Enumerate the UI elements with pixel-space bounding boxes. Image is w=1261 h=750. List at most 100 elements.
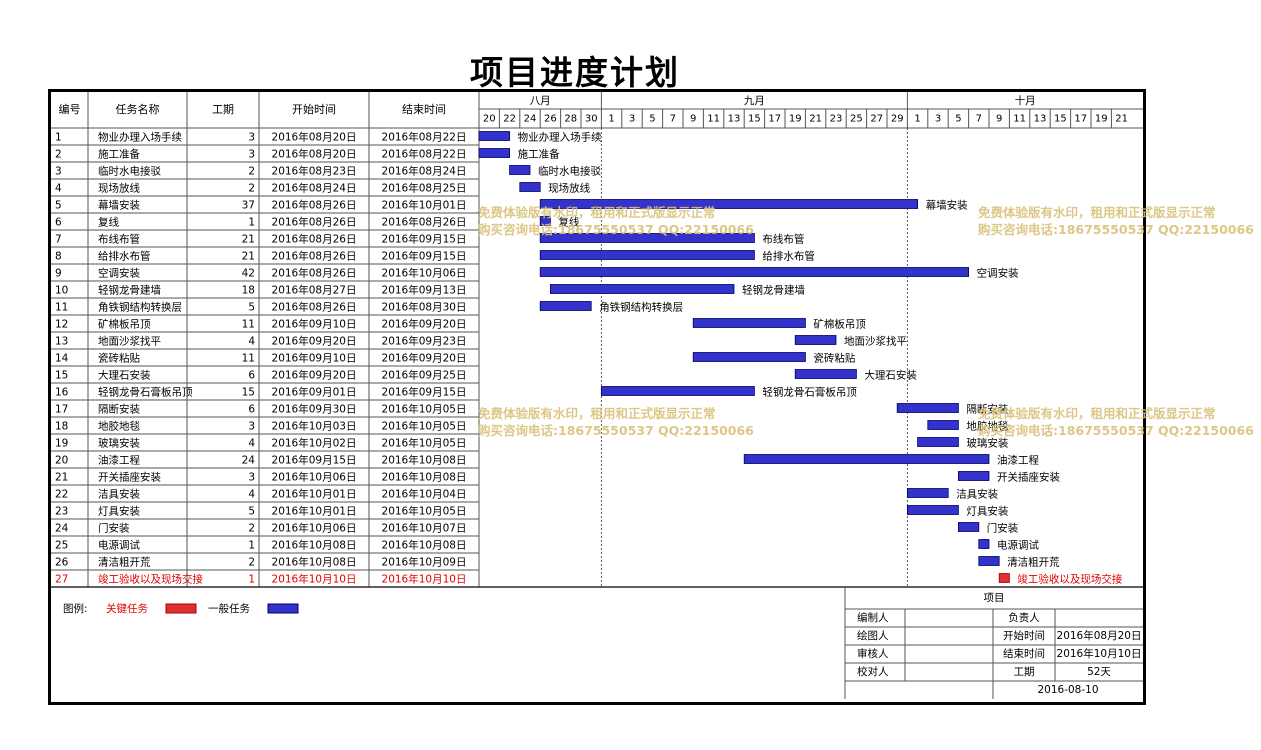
task-bar	[519, 182, 541, 192]
task-bar	[958, 471, 990, 481]
day-label: 1	[608, 114, 614, 125]
task-id: 19	[55, 438, 68, 450]
task-end: 2016年09月15日	[382, 233, 467, 246]
task-bar-label: 现场放线	[548, 182, 590, 195]
task-id: 3	[55, 166, 62, 178]
day-label: 9	[690, 114, 696, 125]
day-label: 25	[850, 114, 863, 125]
task-end: 2016年10月04日	[382, 488, 467, 501]
task-name: 布线布管	[98, 233, 140, 246]
task-id: 1	[55, 132, 62, 144]
task-bar	[794, 335, 837, 345]
task-name: 轻钢龙骨石膏板吊顶	[98, 386, 193, 399]
day-label: 15	[1054, 114, 1067, 125]
task-bar-label: 施工准备	[518, 148, 560, 161]
task-start: 2016年08月20日	[272, 131, 357, 144]
day-label: 29	[891, 114, 904, 125]
task-start: 2016年10月10日	[272, 573, 357, 586]
task-bar-label: 空调安装	[977, 267, 1019, 280]
task-name: 隔断安装	[98, 403, 140, 416]
task-bar-label: 布线布管	[762, 233, 804, 246]
task-bar-label: 开关插座安装	[997, 471, 1060, 484]
task-bar-label: 大理石安装	[864, 369, 917, 382]
day-label: 7	[670, 114, 676, 125]
task-end: 2016年10月05日	[382, 420, 467, 433]
task-id: 15	[55, 370, 68, 382]
task-id: 11	[55, 302, 68, 314]
info-editor-label: 编制人	[857, 611, 889, 624]
task-bar	[927, 420, 959, 430]
info-date: 2016-08-10	[1037, 684, 1098, 696]
task-start: 2016年10月01日	[272, 488, 357, 501]
task-start: 2016年08月23日	[272, 165, 357, 178]
task-end: 2016年08月30日	[382, 301, 467, 314]
task-bar	[692, 352, 806, 362]
info-checker-label: 校对人	[857, 665, 889, 678]
watermark-line1: 免费体验版有水印，租用和正式版显示正常	[978, 205, 1216, 220]
task-start: 2016年08月24日	[272, 182, 357, 195]
task-start: 2016年08月26日	[272, 250, 357, 263]
task-id: 24	[55, 523, 69, 535]
task-bar-label: 轻钢龙骨石膏板吊顶	[762, 386, 857, 399]
column-header-id: 编号	[59, 102, 81, 116]
column-header-name: 任务名称	[116, 102, 160, 116]
task-end: 2016年09月23日	[382, 335, 467, 348]
watermark-line2: 购买咨询电话:18675550537 QQ:22150066	[978, 222, 1254, 237]
task-bar	[539, 233, 755, 243]
task-bar-label: 角铁钢结构转换层	[599, 301, 683, 314]
task-bar-label: 瓷砖粘贴	[813, 352, 855, 365]
task-end: 2016年09月15日	[382, 386, 467, 399]
task-duration: 6	[248, 404, 255, 416]
task-name: 施工准备	[98, 148, 140, 161]
day-label: 1	[914, 114, 920, 125]
info-end-label: 结束时间	[1003, 647, 1045, 660]
task-end: 2016年09月25日	[382, 369, 467, 382]
day-label: 13	[1034, 114, 1047, 125]
task-name: 轻钢龙骨建墙	[98, 284, 161, 297]
day-label: 9	[996, 114, 1002, 125]
task-end: 2016年10月06日	[382, 267, 467, 280]
task-bar-label: 门安装	[987, 522, 1019, 535]
task-start: 2016年08月26日	[272, 301, 357, 314]
task-id: 9	[55, 268, 62, 280]
legend-label: 图例:	[63, 602, 88, 615]
task-bar	[601, 386, 755, 396]
task-duration: 3	[248, 132, 255, 144]
task-name: 玻璃安装	[98, 437, 140, 450]
task-duration: 2	[248, 183, 255, 195]
task-duration: 18	[242, 285, 255, 297]
task-name: 竣工验收以及现场交接	[98, 573, 203, 586]
task-bar-label: 物业办理入场手续	[518, 131, 602, 144]
watermark-line2: 购买咨询电话:18675550537 QQ:22150066	[478, 423, 754, 438]
task-bar-label: 地面沙浆找平	[844, 335, 907, 348]
info-duration-value: 52天	[1087, 666, 1111, 678]
task-start: 2016年08月26日	[272, 233, 357, 246]
task-id: 12	[55, 319, 68, 331]
task-bar	[978, 556, 1000, 566]
day-label: 21	[1115, 114, 1128, 125]
info-start-value: 2016年08月20日	[1057, 629, 1142, 642]
task-name: 复线	[98, 216, 119, 229]
task-name: 现场放线	[98, 182, 140, 195]
task-bar	[794, 369, 857, 379]
task-id: 23	[55, 506, 68, 518]
task-bar	[478, 131, 511, 141]
task-duration: 4	[248, 336, 255, 348]
day-label: 28	[564, 114, 577, 125]
task-bar	[549, 284, 735, 294]
task-duration: 3	[248, 472, 255, 484]
task-name: 矿棉板吊顶	[98, 318, 151, 331]
task-start: 2016年08月26日	[272, 216, 357, 229]
task-end: 2016年09月20日	[382, 352, 467, 365]
task-start: 2016年09月30日	[272, 403, 357, 416]
task-start: 2016年09月20日	[272, 369, 357, 382]
task-id: 6	[55, 217, 62, 229]
task-id: 2	[55, 149, 62, 161]
task-end: 2016年10月08日	[382, 471, 467, 484]
task-start: 2016年08月27日	[272, 284, 357, 297]
task-duration: 4	[248, 438, 255, 450]
task-id: 16	[55, 387, 69, 399]
task-bar	[478, 148, 511, 158]
task-duration: 1	[248, 574, 255, 586]
